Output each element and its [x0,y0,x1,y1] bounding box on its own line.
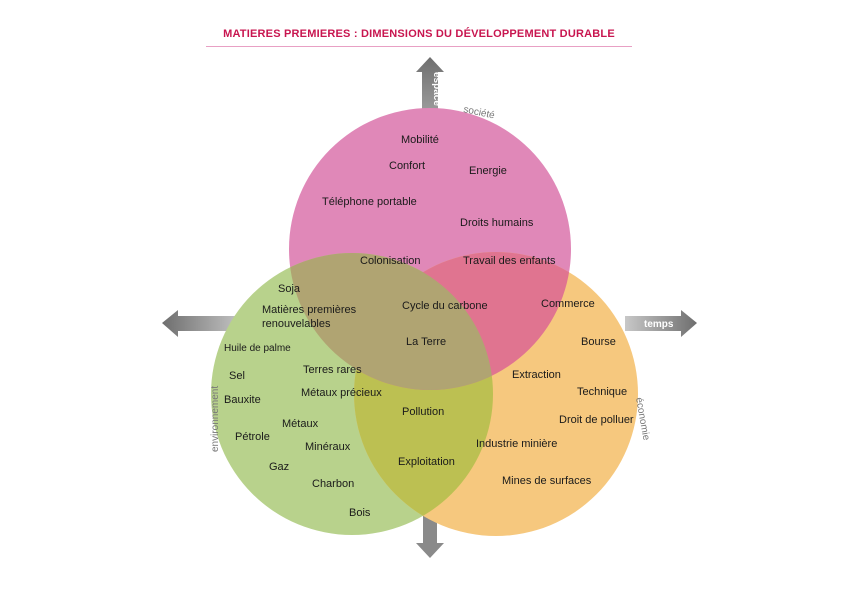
term-energie: Energie [469,165,507,177]
term-mineraux: Minéraux [305,441,351,453]
term-soja: Soja [278,283,301,295]
term-exploitation: Exploitation [398,456,455,468]
overlap-society-environment [289,253,493,390]
term-telephone: Téléphone portable [322,196,417,208]
term-pollution: Pollution [402,406,444,418]
arrow-temps: temps [625,310,697,337]
arrow-espace: espace [416,57,444,110]
term-extraction: Extraction [512,369,561,381]
axis-label-temps: temps [644,319,674,330]
diagram-title: MATIERES PREMIERES : DIMENSIONS DU DÉVEL… [223,28,615,40]
term-metaux: Métaux [282,418,319,430]
term-cycle: Cycle du carbone [402,300,488,312]
term-bois: Bois [349,507,371,519]
term-confort: Confort [389,160,425,172]
arrow-left [162,310,245,337]
term-commerce: Commerce [541,298,595,310]
term-matieres: Matières premières [262,304,357,316]
term-industrie: Industrie minière [476,438,557,450]
term-droits: Droits humains [460,217,534,229]
term-terre: La Terre [406,336,446,348]
term-bauxite: Bauxite [224,394,261,406]
term-colonisation: Colonisation [360,255,421,267]
term-travail: Travail des enfants [463,255,556,267]
term-gaz: Gaz [269,461,289,473]
term-bourse: Bourse [581,336,616,348]
label-economie: économie [633,397,651,442]
term-sel: Sel [229,370,245,382]
term-mobilite: Mobilité [401,134,439,146]
term-renouvelables: renouvelables [262,318,331,330]
term-charbon: Charbon [312,478,354,490]
title-divider [206,46,632,47]
term-metaux-precieux: Métaux précieux [301,387,382,399]
term-mines: Mines de surfaces [502,475,592,487]
term-droit-polluer: Droit de polluer [559,414,634,426]
label-environnement: environnement [210,386,221,452]
term-huile: Huile de palme [224,343,291,354]
term-technique: Technique [577,386,627,398]
term-petrole: Pétrole [235,431,270,443]
axis-label-espace: espace [431,72,442,106]
term-terres-rares: Terres rares [303,364,362,376]
